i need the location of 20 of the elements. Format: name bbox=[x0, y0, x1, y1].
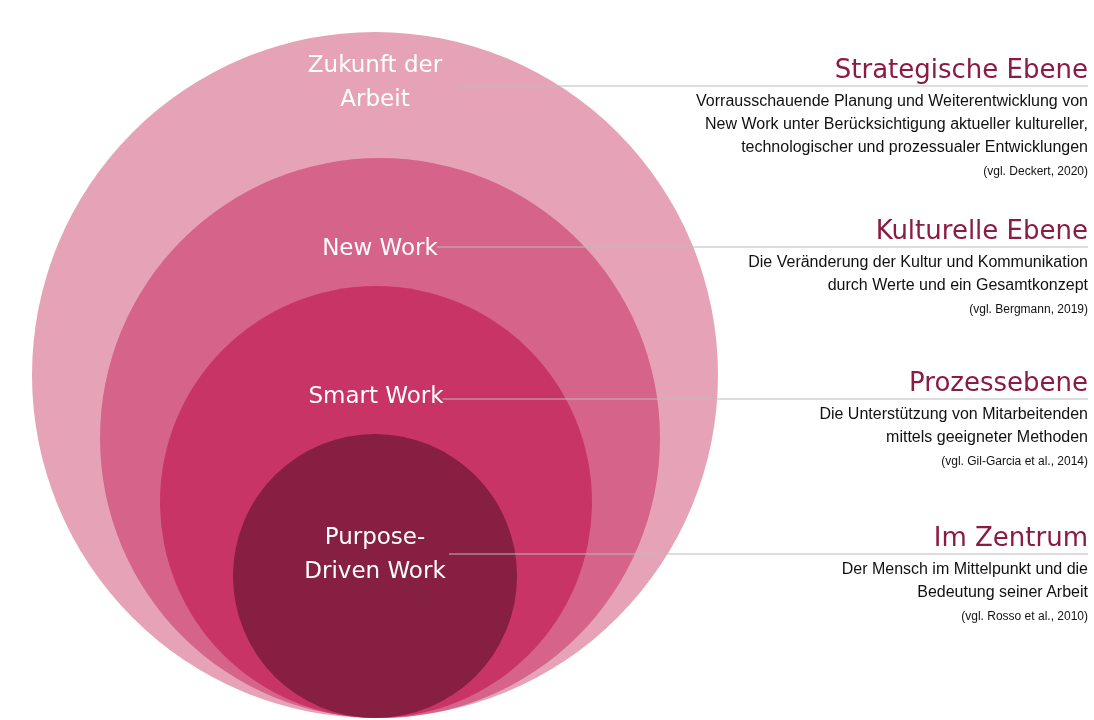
citation-text: (vgl. Rosso et al., 2010) bbox=[960, 608, 1088, 625]
circle-label: Smart Work bbox=[308, 381, 444, 410]
leader-line bbox=[458, 85, 1089, 87]
circle-label: Purpose-Driven Work bbox=[303, 522, 447, 585]
level-heading: Im Zentrum bbox=[932, 521, 1088, 554]
description-text: Die Unterstützung von Mitarbeitenden mittels geeigneter Methoden bbox=[818, 404, 1088, 447]
description-text: Die Veränderung der Kultur und Kommunikation durch Werte und ein Gesamtkonzept bbox=[747, 252, 1088, 295]
level-heading: Prozessebene bbox=[908, 366, 1088, 399]
leader-line bbox=[442, 398, 1089, 400]
leader-line bbox=[436, 246, 1089, 248]
citation-text: (vgl. Gil-Garcia et al., 2014) bbox=[940, 453, 1088, 470]
leader-line bbox=[448, 553, 1089, 555]
circle-label: New Work bbox=[322, 233, 438, 262]
description-text: Vorrausschauende Planung und Weiterentwicklung von New Work unter Berücksichtigung aktueller kultureller, technologischer und prozessualer Entwicklungen bbox=[695, 91, 1088, 157]
level-heading: Kulturelle Ebene bbox=[874, 214, 1088, 247]
description-text: Der Mensch im Mittelpunkt und die Bedeutung seiner Arbeit bbox=[840, 559, 1088, 602]
circle-label: Zukunft der Arbeit bbox=[306, 50, 444, 113]
level-heading: Strategische Ebene bbox=[833, 53, 1088, 86]
citation-text: (vgl. Bergmann, 2019) bbox=[968, 301, 1088, 318]
citation-text: (vgl. Deckert, 2020) bbox=[982, 163, 1088, 180]
